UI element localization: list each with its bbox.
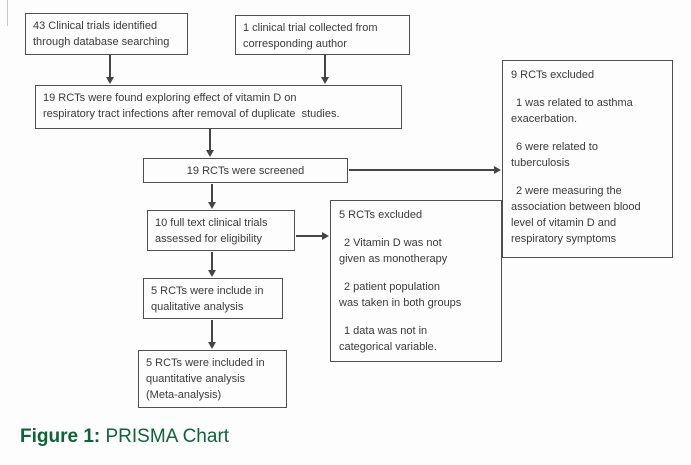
- excluded-screening-item-asthma: 1 was related to asthma exacerbation.: [511, 97, 633, 125]
- box-excluded-screening-title: 9 RCTs excluded: [511, 69, 595, 81]
- scan-artifact-line: [7, 0, 8, 26]
- box-fulltext-assessed: 10 full text clinical trials assessed fo…: [147, 210, 295, 251]
- excluded-screening-item-association: 2 were measuring the association between…: [511, 185, 641, 245]
- box-excluded-eligibility-title: 5 RCTs excluded: [339, 209, 423, 221]
- arrow-found-to-screened: [206, 129, 214, 157]
- box-rcts-screened: 19 RCTs were screened: [143, 158, 348, 183]
- figure-caption-label: Figure 1:: [20, 426, 101, 447]
- figure-caption-text: PRISMA Chart: [100, 426, 230, 447]
- box-rcts-found-text: 19 RCTs were found exploring effect of v…: [43, 92, 340, 120]
- arrow-qualitative-to-quantitative: [208, 320, 216, 349]
- box-rcts-found: 19 RCTs were found exploring effect of v…: [35, 85, 402, 129]
- box-qualitative: 5 RCTs were include in qualitative analy…: [143, 278, 283, 319]
- excluded-screening-item-tuberculosis: 6 were related to tuberculosis: [511, 141, 598, 169]
- box-trial-collected: 1 clinical trial collected from correspo…: [235, 15, 410, 55]
- box-excluded-eligibility: 5 RCTs excluded 2 Vitamin D was not give…: [330, 200, 502, 362]
- arrow-identified-to-found: [106, 55, 114, 84]
- arrow-fulltext-to-qualitative: [208, 252, 216, 277]
- box-quantitative: 5 RCTs were included in quantitative ana…: [138, 350, 287, 408]
- box-fulltext-assessed-text: 10 full text clinical trials assessed fo…: [155, 217, 268, 245]
- excluded-eligibility-item-categorical: 1 data was not in categorical variable.: [339, 325, 437, 353]
- arrow-fulltext-to-excluded: [296, 232, 329, 240]
- box-trials-identified: 43 Clinical trials identified through da…: [25, 13, 188, 55]
- arrow-screened-to-fulltext: [208, 184, 216, 209]
- arrow-screened-to-excluded: [349, 166, 501, 174]
- box-rcts-screened-text: 19 RCTs were screened: [186, 164, 305, 177]
- excluded-eligibility-item-monotherapy: 2 Vitamin D was not given as monotherapy: [339, 237, 448, 265]
- box-trials-identified-text: 43 Clinical trials identified through da…: [33, 20, 170, 48]
- box-excluded-screening: 9 RCTs excluded 1 was related to asthma …: [502, 60, 673, 258]
- figure-caption: Figure 1: PRISMA Chart: [20, 426, 229, 448]
- box-trial-collected-text: 1 clinical trial collected from correspo…: [243, 22, 378, 50]
- box-qualitative-text: 5 RCTs were include in qualitative analy…: [151, 285, 264, 313]
- box-quantitative-text: 5 RCTs were included in quantitative ana…: [146, 357, 265, 401]
- arrow-collected-to-found: [321, 55, 329, 84]
- excluded-eligibility-item-population: 2 patient population was taken in both g…: [339, 281, 462, 309]
